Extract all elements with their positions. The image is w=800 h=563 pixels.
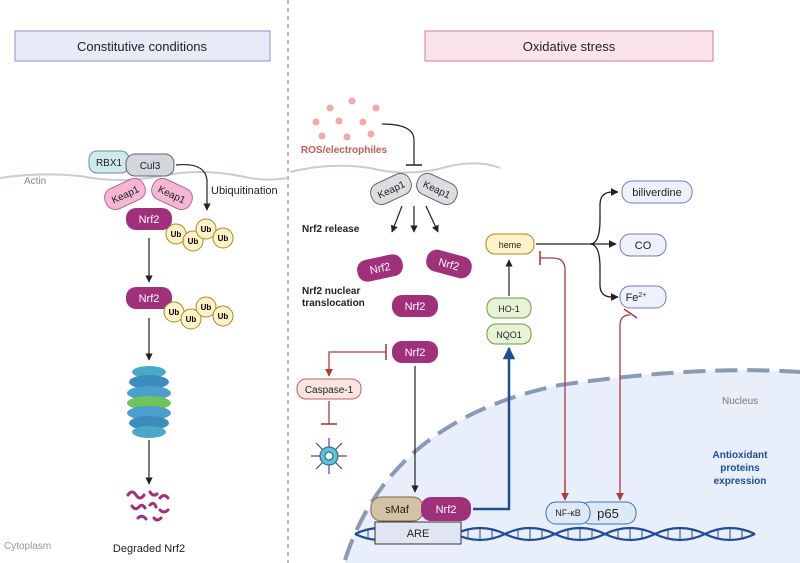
nrf2-ubiquitinated: Nrf2 — [126, 287, 172, 309]
svg-text:Ub: Ub — [169, 308, 180, 317]
svg-text:NQO1: NQO1 — [496, 330, 522, 340]
svg-text:biliverdine: biliverdine — [632, 187, 682, 199]
translocation-label-1: Nrf2 nuclear — [302, 286, 360, 297]
svg-text:Ub: Ub — [186, 315, 197, 324]
nrf2-bound: Nrf2 — [126, 208, 172, 230]
svg-text:Ub: Ub — [201, 303, 212, 312]
nrf2-released-right: Nrf2 — [426, 249, 472, 279]
nfkb-label: NF-κB — [555, 508, 581, 518]
biliverdine: biliverdine — [621, 180, 693, 204]
svg-text:ARE: ARE — [407, 528, 430, 540]
p65-label: p65 — [597, 506, 619, 521]
caspase-inhibit-line — [325, 351, 386, 377]
svg-text:Nrf2: Nrf2 — [405, 347, 426, 359]
nrf2-released-center: Nrf2 — [392, 295, 438, 317]
svg-text:Ub: Ub — [201, 225, 212, 234]
heme: heme — [485, 233, 535, 255]
svg-text:CO: CO — [635, 240, 652, 252]
iron-ion: Fe2+ — [619, 285, 667, 309]
ub-chain-top: Ub Ub Ub Ub — [165, 218, 234, 252]
svg-text:Nrf2: Nrf2 — [369, 261, 392, 277]
fe-inhibit-line — [616, 314, 631, 501]
ros-label: ROS/electrophiles — [301, 145, 388, 156]
ros-dots-icon — [312, 97, 380, 141]
translocation-label-2: translocation — [302, 298, 365, 309]
keap1-right: Keap1 — [151, 177, 193, 211]
right-panel-title: Oxidative stress — [523, 39, 616, 54]
svg-text:Cul3: Cul3 — [140, 161, 161, 172]
nrf2-nuclear: Nrf2 — [421, 497, 471, 521]
svg-text:RBX1: RBX1 — [96, 158, 123, 169]
keap1-left: Keap1 — [104, 177, 146, 211]
ubiquitination-arrow — [175, 163, 211, 211]
nqo1: NQO1 — [486, 323, 532, 345]
keap1-oxidized-right: Keap1 — [416, 172, 458, 206]
degraded-label: Degraded Nrf2 — [113, 543, 185, 555]
inflammasome-icon — [311, 438, 347, 474]
heme-to-biliverdine-arrow — [589, 188, 619, 245]
proteasome-icon — [127, 366, 171, 438]
ros-inhibit-line — [381, 123, 415, 165]
nrf2-release-label: Nrf2 release — [302, 224, 360, 235]
nfkb-inhibit-heme-line — [540, 257, 566, 500]
keap1-oxidized-left: Keap1 — [370, 172, 412, 206]
nucleus-label: Nucleus — [722, 396, 758, 407]
svg-text:Fe2+: Fe2+ — [626, 292, 647, 304]
carbon-monoxide: CO — [619, 233, 667, 257]
rbx1: RBX1 — [88, 150, 130, 174]
svg-text:heme: heme — [499, 240, 522, 250]
release-arrow-left — [390, 205, 403, 233]
actin-filament-right — [289, 162, 501, 174]
actin-label: Actin — [24, 176, 46, 187]
svg-text:sMaf: sMaf — [385, 504, 410, 516]
antioxidant-label-2: proteins — [720, 463, 760, 474]
release-arrow-right — [425, 205, 439, 233]
svg-text:Nrf2: Nrf2 — [139, 214, 160, 226]
nrf2-translocating: Nrf2 — [392, 341, 438, 363]
svg-text:HO-1: HO-1 — [498, 304, 520, 314]
svg-text:Ub: Ub — [171, 230, 182, 239]
svg-text:Nrf2: Nrf2 — [436, 504, 457, 516]
ubiquitination-label: Ubiquitination — [211, 185, 278, 197]
left-panel-title: Constitutive conditions — [77, 39, 208, 54]
right-title-box: Oxidative stress — [424, 30, 714, 62]
nfkb-p65-complex: p65 NF-κB — [545, 501, 637, 525]
svg-text:Ub: Ub — [218, 234, 229, 243]
cytoplasm-label: Cytoplasm — [4, 541, 51, 552]
fe-inhibit-bar — [623, 308, 638, 319]
antioxidant-label-1: Antioxidant — [713, 450, 769, 461]
smaf: sMaf — [370, 496, 424, 522]
nrf2-released-left: Nrf2 — [357, 254, 403, 282]
left-title-box: Constitutive conditions — [14, 30, 271, 62]
ub-chain-mid: Ub Ub Ub Ub — [163, 296, 234, 330]
degraded-fragments-icon — [126, 490, 170, 522]
svg-text:Nrf2: Nrf2 — [405, 301, 426, 313]
ho-1: HO-1 — [486, 297, 532, 319]
svg-text:Nrf2: Nrf2 — [139, 293, 160, 305]
heme-to-fe-arrow — [589, 243, 619, 301]
antioxidant-label-3: expression — [714, 476, 767, 487]
cul3: Cul3 — [125, 153, 175, 177]
svg-text:Ub: Ub — [218, 312, 229, 321]
svg-text:Ub: Ub — [188, 237, 199, 246]
antioxidant-expression-arrow — [473, 346, 516, 511]
caspase-1: Caspase-1 — [296, 378, 362, 400]
svg-text:Caspase-1: Caspase-1 — [305, 385, 354, 396]
nucleus-membrane — [343, 368, 800, 561]
svg-text:Nrf2: Nrf2 — [437, 256, 460, 273]
are-element: ARE — [374, 521, 462, 545]
